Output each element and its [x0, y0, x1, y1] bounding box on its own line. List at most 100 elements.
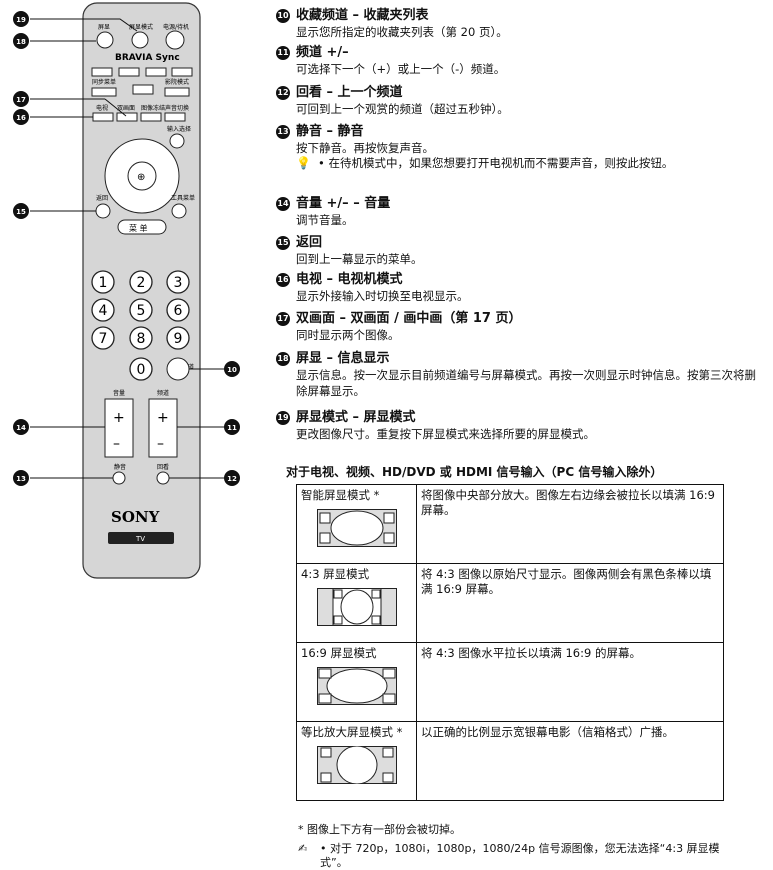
picture-mode-button: [164, 87, 190, 97]
sync-menu-label: 同步菜单: [92, 78, 116, 86]
callout-15: 15: [13, 203, 29, 219]
screen-mode-button: [131, 31, 149, 49]
channel-rocker: [148, 398, 178, 458]
number-button-4: 4: [91, 298, 115, 322]
callout-10: 10: [224, 361, 240, 377]
item-title-text: 回看 – 上一个频道: [296, 85, 403, 100]
volume-label: 音量: [113, 389, 125, 397]
item-title-text: 音量 +/– – 音量: [296, 196, 391, 211]
screen-mode-table: 智能屏显模式 * 将图像中央部分放大。图像左右边缘会被拉长以填满 16:9 屏幕。…: [296, 484, 724, 801]
mode-name-cell: 等比放大屏显模式 *: [296, 721, 417, 801]
channel-label: 频道: [157, 389, 169, 397]
mode-name: 等比放大屏显模式 *: [301, 725, 403, 739]
number-button-0: 0: [129, 357, 153, 381]
callout-16: 16: [13, 109, 29, 125]
svg-text:17: 17: [16, 96, 26, 104]
screen-display-button: [96, 31, 114, 49]
number-button-9: 9: [166, 326, 190, 350]
dual-label: 双画面: [117, 105, 135, 112]
stop-button: [132, 84, 154, 95]
mode-desc: 以正确的比例显示宽银幕电影（信箱格式）广播。: [416, 721, 724, 801]
mode-desc: 将 4:3 图像以原始尺寸显示。图像两侧会有黑色条棒以填满 16:9 屏幕。: [416, 563, 724, 643]
svg-text:13: 13: [16, 475, 26, 483]
mode-row: 16:9 屏显模式将 4:3 图像水平拉长以填满 16:9 的屏幕。: [296, 642, 724, 722]
svg-text:10: 10: [227, 366, 237, 374]
volume-minus: –: [113, 436, 120, 452]
pause-button: [145, 67, 167, 77]
screen-mode-label: 屏显模式: [129, 23, 153, 31]
forward-button: [171, 67, 193, 77]
svg-text:14: 14: [16, 424, 26, 432]
freeze-button: [140, 112, 162, 122]
number-button-6: 6: [166, 298, 190, 322]
volume-rocker: [104, 398, 134, 458]
svg-text:18: 18: [16, 38, 26, 46]
jump-button: [156, 471, 170, 485]
channel-plus: +: [157, 410, 169, 426]
item-desc: 更改图像尺寸。重复按下屏显模式来选择所要的屏显模式。: [296, 427, 595, 441]
svg-text:19: 19: [16, 16, 26, 24]
tools-label: 工具菜单: [171, 194, 195, 202]
mode-name-cell: 智能屏显模式 *: [296, 484, 417, 564]
mode-row: 智能屏显模式 * 将图像中央部分放大。图像左右边缘会被拉长以填满 16:9 屏幕。: [296, 484, 724, 564]
note: ✍ • 对于 720p，1080i，1080p，1080/24p 信号源图像，您…: [298, 842, 738, 870]
item-desc: 回到上一幕显示的菜单。: [296, 252, 423, 266]
tip: 💡 • 在待机模式中，如果您想要打开电视机而不需要声音，则按此按钮。: [276, 156, 756, 171]
callout-11: 11: [224, 419, 240, 435]
svg-text:12: 12: [227, 475, 237, 483]
tools-button: [171, 203, 187, 219]
callout-12: 12: [224, 470, 240, 486]
mode-row: 等比放大屏显模式 * 以正确的比例显示宽银幕电影（信箱格式）广播。: [296, 721, 724, 801]
number-label: 1: [99, 275, 108, 291]
item-title-text: 收藏频道 – 收藏夹列表: [296, 8, 429, 23]
number-label: 7: [99, 331, 108, 347]
item-number-badge: 15: [276, 236, 290, 250]
footnote: * 图像上下方有一部份会被切掉。: [298, 823, 461, 836]
callout-14: 14: [13, 419, 29, 435]
lightbulb-icon: 💡: [296, 156, 311, 170]
dual-button: [116, 112, 138, 122]
item-number-badge: 13: [276, 125, 290, 139]
pencil-icon: ✍: [298, 842, 308, 855]
sony-logo: SONY: [111, 508, 160, 526]
number-button-3: 3: [166, 270, 190, 294]
play-button: [118, 67, 140, 77]
mode-desc: 将 4:3 图像水平拉长以填满 16:9 的屏幕。: [416, 642, 724, 722]
tv-button: [92, 112, 114, 122]
tip-text: • 在待机模式中，如果您想要打开电视机而不需要声音，则按此按钮。: [318, 156, 674, 170]
item-desc: 按下静音。再按恢复声音。: [296, 141, 434, 155]
audio-label: 声音切换: [165, 104, 189, 112]
mode-desc: 将图像中央部分放大。图像左右边缘会被拉长以填满 16:9 屏幕。: [416, 484, 724, 564]
item-number-badge: 11: [276, 46, 290, 60]
mode-name: 智能屏显模式 *: [301, 488, 380, 502]
channel-minus: –: [157, 436, 164, 452]
freeze-label: 图像冻结: [141, 104, 165, 112]
item-number-badge: 18: [276, 352, 290, 366]
screen-mode-illustration: [316, 509, 397, 547]
item-desc: 显示您所指定的收藏夹列表（第 20 页）。: [296, 25, 508, 39]
mode-name: 4:3 屏显模式: [301, 567, 370, 581]
dpad-center: [127, 161, 157, 191]
mode-row: 4:3 屏显模式 将 4:3 图像以原始尺寸显示。图像两侧会有黑色条棒以填满 16…: [296, 563, 724, 643]
item-title-text: 静音 – 静音: [296, 124, 364, 139]
tv-badge-label: TV: [135, 535, 145, 543]
number-label: 8: [137, 331, 146, 347]
volume-plus: +: [113, 410, 125, 426]
menu-button: [117, 219, 167, 235]
item-desc: 显示外接输入时切换至电视显示。: [296, 289, 469, 303]
note-text: • 对于 720p，1080i，1080p，1080/24p 信号源图像，您无法…: [320, 842, 720, 869]
number-label: 0: [137, 362, 146, 378]
svg-text:11: 11: [227, 424, 237, 432]
